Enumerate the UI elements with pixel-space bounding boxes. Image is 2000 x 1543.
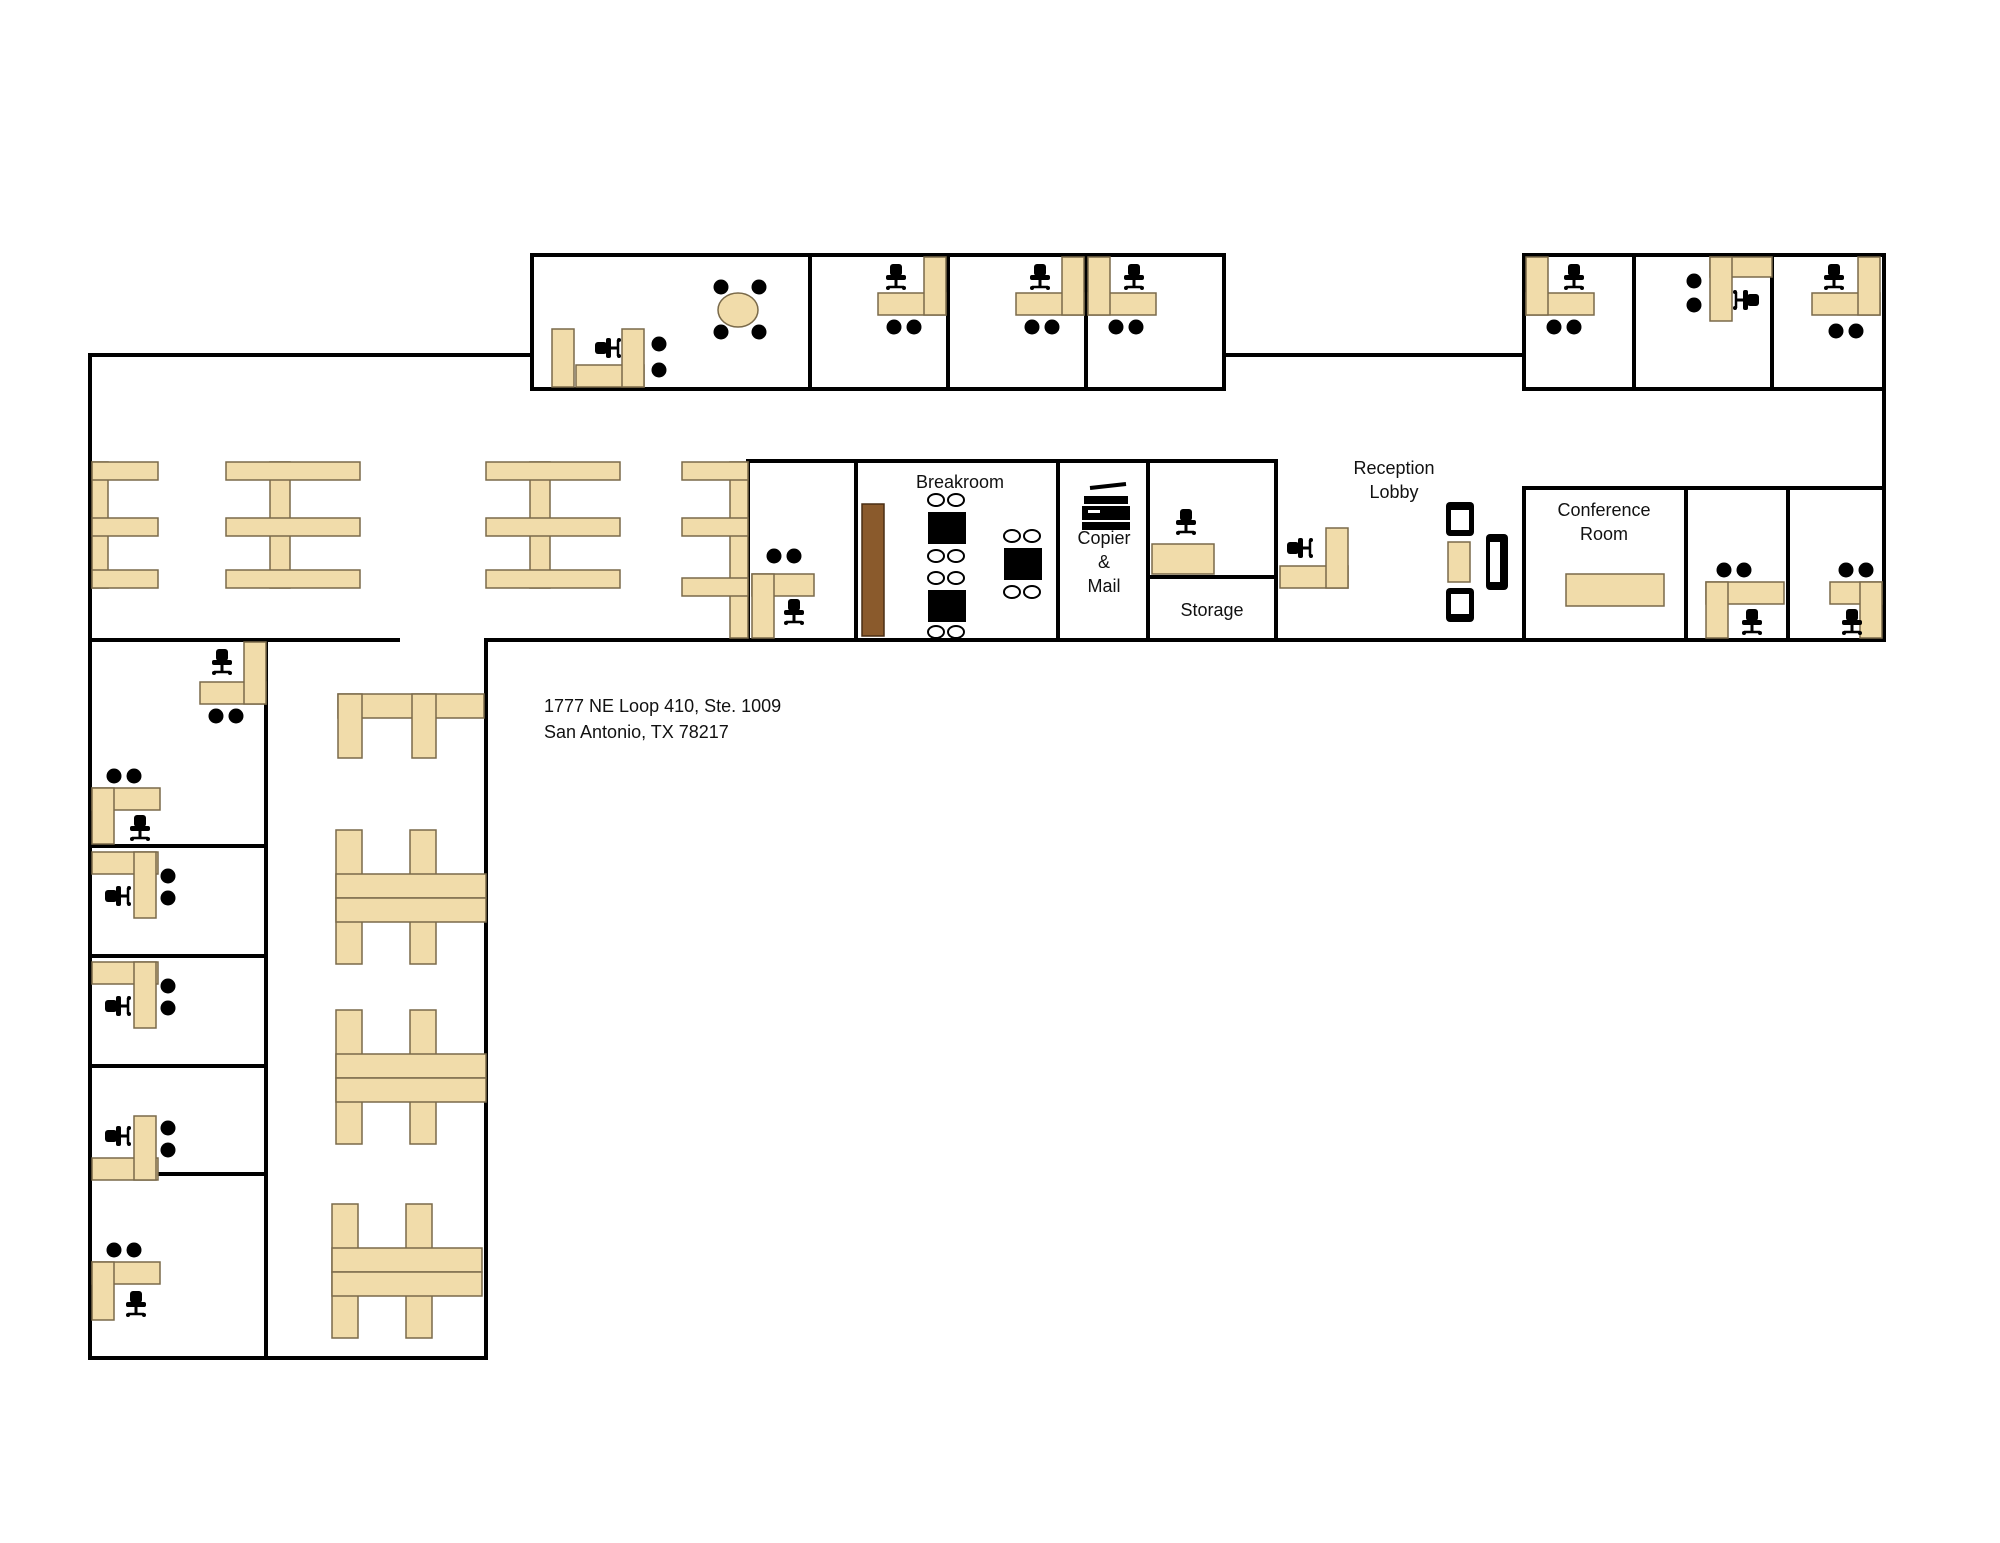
office-chair-icon xyxy=(1562,262,1586,292)
office-chair-icon xyxy=(103,884,133,908)
dining-table-icon xyxy=(1004,548,1042,580)
office-chair-icon xyxy=(103,994,133,1018)
left-offices xyxy=(91,641,267,1321)
bench-workstation xyxy=(91,461,159,589)
guest-chair-icon xyxy=(766,548,802,564)
office-chair-icon xyxy=(1028,262,1052,292)
reception-label-line1: Reception xyxy=(1353,458,1434,478)
open-workstations xyxy=(91,461,749,639)
guest-chair-icon xyxy=(106,1242,142,1258)
guest-chair-icon xyxy=(651,336,667,352)
top-office-cluster-wall xyxy=(530,253,1226,391)
office-chair-icon xyxy=(103,1124,133,1148)
guest-chair-icon xyxy=(1546,319,1582,335)
breakroom: Breakroom xyxy=(861,472,1042,639)
guest-chair-icon xyxy=(1686,273,1702,289)
breakroom-label: Breakroom xyxy=(916,472,1004,492)
armchair-icon xyxy=(1446,502,1474,536)
office-furniture-top-right xyxy=(1525,256,1881,339)
guest-chair-icon xyxy=(1838,562,1874,578)
copier-mail-room: Copier & Mail xyxy=(1077,482,1131,596)
office-chair-icon xyxy=(782,597,806,627)
office-chair-icon xyxy=(1740,607,1764,637)
desk xyxy=(551,328,575,388)
guest-chair-icon xyxy=(1024,319,1060,335)
conference-block xyxy=(1522,486,1886,642)
copier-label-line3: Mail xyxy=(1087,576,1120,596)
conference-table xyxy=(1565,573,1665,607)
walls xyxy=(88,253,1886,1360)
guest-chair-icon xyxy=(1686,297,1702,313)
conference-label-line2: Room xyxy=(1580,524,1628,544)
reception-lobby: Reception Lobby xyxy=(1279,458,1508,622)
dining-table-icon xyxy=(928,512,966,544)
small-office-furniture xyxy=(751,548,815,639)
top-right-office-cluster-wall xyxy=(1522,253,1886,391)
reception-label-line2: Lobby xyxy=(1369,482,1418,502)
office-chair-icon xyxy=(128,813,152,843)
pod-workstation xyxy=(335,829,487,965)
office-chair-icon xyxy=(124,1289,148,1319)
office-chair-icon xyxy=(593,336,623,360)
guest-chair-icon xyxy=(651,362,667,378)
copier-label-line2: & xyxy=(1098,552,1110,572)
conference-room: Conference Room xyxy=(1557,500,1665,607)
address-line1: 1777 NE Loop 410, Ste. 1009 xyxy=(544,696,781,716)
bench-workstation xyxy=(225,461,361,589)
bench-workstation xyxy=(485,461,621,589)
office-chair-icon xyxy=(1822,262,1846,292)
conference-label-line1: Conference xyxy=(1557,500,1650,520)
pod-workstation xyxy=(335,1009,487,1145)
guest-chair-icon xyxy=(208,708,244,724)
guest-chair-icon xyxy=(1716,562,1752,578)
storage-label: Storage xyxy=(1180,600,1243,620)
round-table-icon xyxy=(717,292,759,328)
guest-chair-icon xyxy=(1108,319,1144,335)
copier-label-line1: Copier xyxy=(1077,528,1130,548)
corner-office-furniture xyxy=(551,279,767,388)
armchair-icon xyxy=(1446,588,1474,622)
copier-icon xyxy=(1082,482,1130,530)
storage-office: Storage xyxy=(1151,507,1244,620)
chair-pair-icon xyxy=(927,493,965,507)
office-chair-icon xyxy=(1174,507,1198,537)
office-chair-icon xyxy=(1285,536,1315,560)
coffee-table xyxy=(1447,541,1471,583)
pod-workstation xyxy=(331,1203,483,1339)
sofa-icon xyxy=(1486,534,1508,590)
office-chair-icon xyxy=(1122,262,1146,292)
guest-chair-icon xyxy=(1828,323,1864,339)
office-furniture-top xyxy=(877,256,1157,335)
guest-chair-icon xyxy=(106,768,142,784)
counter xyxy=(861,503,885,637)
dining-table-icon xyxy=(928,590,966,622)
guest-chair-icon xyxy=(886,319,922,335)
office-furniture-conference-row xyxy=(1705,562,1883,639)
office-chair-icon xyxy=(1731,288,1761,312)
desk xyxy=(621,328,645,388)
office-chair-icon xyxy=(1840,607,1864,637)
office-chair-icon xyxy=(884,262,908,292)
address-line2: San Antonio, TX 78217 xyxy=(544,722,729,742)
office-chair-icon xyxy=(210,647,234,677)
open-workstations-vertical xyxy=(331,693,487,1339)
address-block: 1777 NE Loop 410, Ste. 1009 San Antonio,… xyxy=(544,696,781,742)
